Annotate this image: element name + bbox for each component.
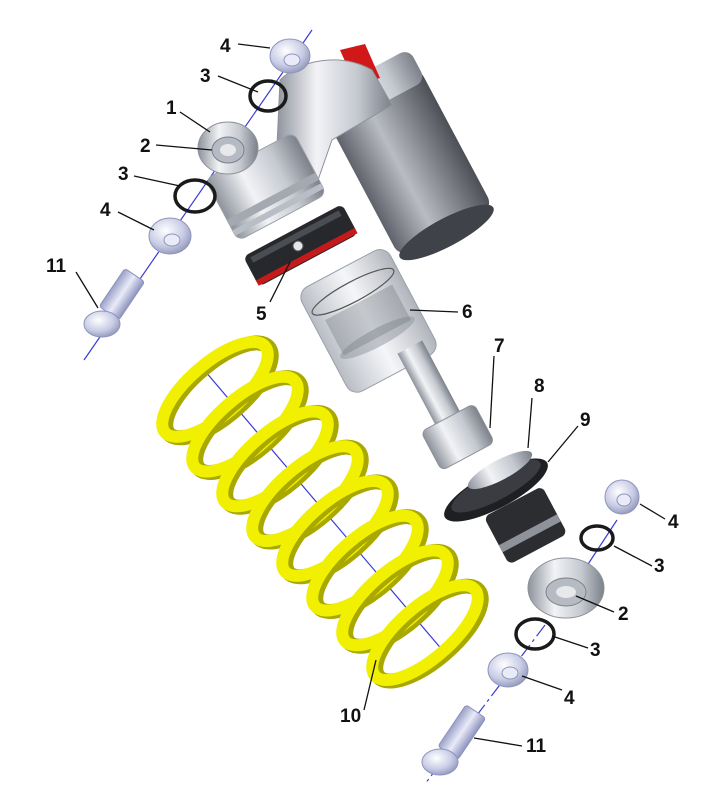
washer-bottom — [487, 652, 529, 688]
o-ring-top — [248, 79, 288, 113]
washer-left — [148, 217, 192, 255]
callout-11: 11 — [526, 736, 547, 757]
preload-collar — [245, 206, 358, 286]
callout-9: 9 — [580, 410, 591, 431]
callout-4: 4 — [220, 36, 231, 57]
o-ring-right — [579, 524, 615, 552]
callout-11: 11 — [46, 256, 67, 277]
bolts — [83, 269, 486, 776]
coil-spring — [156, 335, 489, 689]
callout-4: 4 — [564, 688, 575, 709]
washers — [148, 38, 640, 688]
bolt-left — [83, 269, 145, 338]
callout-4: 4 — [668, 512, 679, 533]
damper-shaft — [397, 340, 493, 469]
o-ring-upper — [173, 178, 217, 214]
callout-3: 3 — [200, 66, 211, 87]
callout-3: 3 — [118, 164, 129, 185]
spring-coil — [366, 579, 484, 687]
shock-body-top — [197, 59, 393, 239]
callout-7: 7 — [494, 336, 505, 357]
callout-8: 8 — [534, 376, 545, 397]
o-rings — [173, 79, 615, 651]
shock-body-bottom — [485, 488, 605, 619]
callout-2: 2 — [618, 604, 629, 625]
leader-lines — [75, 43, 666, 747]
callout-4: 4 — [100, 200, 111, 221]
o-ring-lower — [514, 617, 556, 651]
washer-top — [269, 38, 311, 74]
callout-10: 10 — [340, 706, 361, 727]
callout-2: 2 — [140, 136, 151, 157]
washer-right — [604, 479, 640, 515]
callout-labels: 4 3 1 2 3 4 11 5 6 7 8 9 4 3 2 3 4 10 11 — [46, 36, 679, 757]
callout-1: 1 — [166, 98, 177, 119]
callout-6: 6 — [462, 302, 473, 323]
bolt-right — [421, 705, 486, 776]
spring-retainer — [444, 450, 548, 522]
callout-3: 3 — [590, 640, 601, 661]
callout-3: 3 — [654, 556, 665, 577]
callout-5: 5 — [256, 304, 267, 325]
